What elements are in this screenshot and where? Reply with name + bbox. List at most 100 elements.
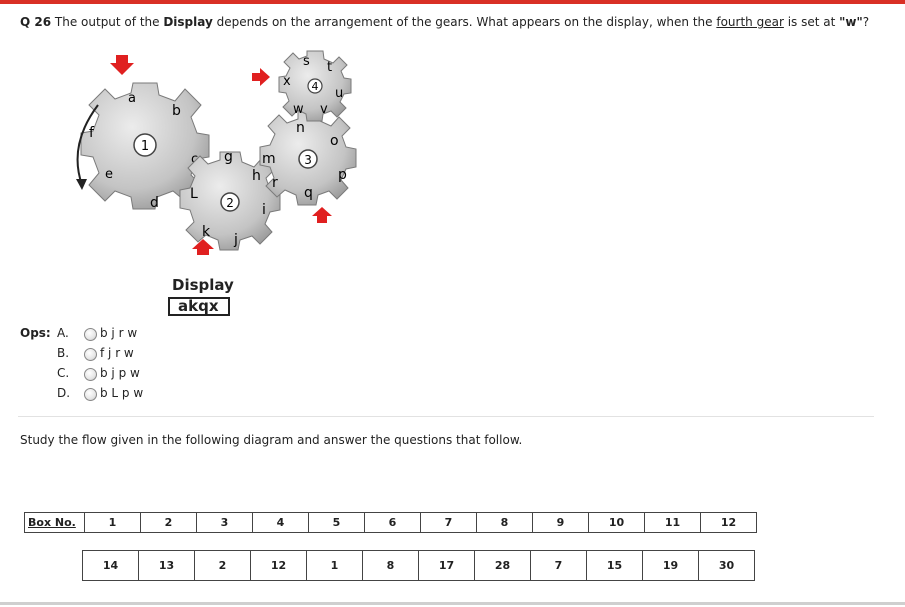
gear-2-letter-g: g <box>224 149 233 165</box>
box-value-table: 14 13 2 12 1 8 17 28 7 15 19 30 <box>82 550 755 581</box>
box-number-table: Box No. 1 2 3 4 5 6 7 8 9 10 11 12 <box>24 512 757 533</box>
gear-1-letter-c: c <box>191 152 198 167</box>
radio-button[interactable] <box>84 348 97 361</box>
arrow-up-icon <box>312 207 332 223</box>
gear-3-letter-m: m <box>262 151 276 167</box>
question-quoted: "w" <box>839 15 863 29</box>
option-letter: A. <box>57 326 69 340</box>
box-number-cell: 7 <box>420 512 477 533</box>
gear-1-letter-f: f <box>89 125 95 141</box>
box-no-header: Box No. <box>24 512 85 533</box>
arrow-down-icon <box>110 55 134 75</box>
box-value-cell: 7 <box>530 550 587 581</box>
gear-4-number: 4 <box>312 80 319 93</box>
gear-2-letter-k: k <box>202 224 211 240</box>
gear-2-letter-L: L <box>190 186 198 202</box>
box-value-cell: 28 <box>474 550 531 581</box>
gear-2-letter-i: i <box>262 202 266 218</box>
box-value-cell: 12 <box>250 550 307 581</box>
gear-4-letter-v: v <box>320 102 328 117</box>
question-text: Q 26 The output of the Display depends o… <box>20 15 869 29</box>
gear-1-letter-d: d <box>150 195 159 211</box>
box-number-cell: 3 <box>196 512 253 533</box>
gear-3-letter-o: o <box>330 133 339 149</box>
gear-4-letter-t: t <box>327 60 332 75</box>
gear-2-hub <box>220 192 240 212</box>
option-letter: C. <box>57 366 70 380</box>
gears-diagram: 1 a b c d e f 2 g h i j k L 3 m n o p q … <box>76 50 357 255</box>
box-value-cell: 15 <box>586 550 643 581</box>
option-letter: D. <box>57 386 71 400</box>
box-number-cell: 8 <box>476 512 533 533</box>
gear-3-hub <box>298 149 318 169</box>
gear-4-hub <box>307 78 323 94</box>
box-number-cell: 2 <box>140 512 197 533</box>
radio-button[interactable] <box>84 388 97 401</box>
arrow-right-icon <box>252 68 270 86</box>
gear-4-letter-x: x <box>283 74 291 89</box>
box-number-cell: 6 <box>364 512 421 533</box>
box-value-cell: 19 <box>642 550 699 581</box>
box-value-cell: 17 <box>418 550 475 581</box>
display-label: Display <box>172 276 234 294</box>
gear-4-letter-u: u <box>335 86 343 101</box>
option-letter: B. <box>57 346 70 360</box>
box-number-cell: 1 <box>84 512 141 533</box>
option-text: b j r w <box>100 326 138 340</box>
options-label: Ops: <box>20 326 51 340</box>
question-bold-word: Display <box>163 15 213 29</box>
question-part1: The output of the <box>54 15 160 29</box>
gear-3: 3 m n o p q r <box>259 110 357 206</box>
table-row: 14 13 2 12 1 8 17 28 7 15 19 30 <box>82 550 755 581</box>
box-value-cell: 2 <box>194 550 251 581</box>
gear-3-number: 3 <box>304 153 312 167</box>
gear-1-letter-b: b <box>172 103 181 119</box>
gear-1-letter-a: a <box>128 91 136 106</box>
gear-4-letter-s: s <box>303 54 310 69</box>
box-number-cell: 11 <box>644 512 701 533</box>
gear-2-number: 2 <box>226 196 234 210</box>
bottom-scroll-edge <box>0 602 905 605</box>
section-divider <box>18 416 874 417</box>
option-text: b L p w <box>100 386 144 400</box>
option-text: b j p w <box>100 366 140 380</box>
rotation-arrow-icon <box>76 104 99 190</box>
gear-3-letter-r: r <box>272 175 278 191</box>
gear-1-number: 1 <box>141 139 149 154</box>
box-number-cell: 9 <box>532 512 589 533</box>
question-part4: ? <box>862 15 870 29</box>
radio-button[interactable] <box>84 328 97 341</box>
gear-4-letter-w: w <box>293 102 304 117</box>
question-underlined: fourth gear <box>716 15 784 29</box>
box-value-cell: 14 <box>82 550 139 581</box>
gear-3-letter-p: p <box>338 167 347 183</box>
option-text: f j r w <box>100 346 134 360</box>
gear-1-hub <box>133 133 157 157</box>
box-number-cell: 4 <box>252 512 309 533</box>
display-value-box: akqx <box>168 297 230 316</box>
question-part3: is set at <box>787 15 836 29</box>
box-value-cell: 1 <box>306 550 363 581</box>
box-value-cell: 30 <box>698 550 755 581</box>
gear-2-letter-j: j <box>233 232 238 248</box>
radio-button[interactable] <box>84 368 97 381</box>
gear-4: 4 s t u v w x <box>278 50 352 122</box>
gear-1: 1 a b c d e f <box>80 82 210 211</box>
gear-1-letter-e: e <box>105 167 113 182</box>
question-part2: depends on the arrangement of the gears.… <box>216 15 713 29</box>
arrow-up-icon <box>192 239 214 255</box>
box-number-cell: 5 <box>308 512 365 533</box>
box-value-cell: 8 <box>362 550 419 581</box>
gear-3-letter-n: n <box>296 120 305 136</box>
gear-2: 2 g h i j k L <box>179 149 281 251</box>
gear-3-letter-q: q <box>304 185 313 201</box>
study-instruction: Study the flow given in the following di… <box>20 433 523 447</box>
top-accent-bar <box>0 0 905 4</box>
box-no-label: Box No. <box>28 516 76 529</box>
question-number: Q 26 <box>20 15 52 29</box>
box-number-cell: 12 <box>700 512 757 533</box>
box-value-cell: 13 <box>138 550 195 581</box>
gear-2-letter-h: h <box>252 168 261 184</box>
box-number-cell: 10 <box>588 512 645 533</box>
table-row: Box No. 1 2 3 4 5 6 7 8 9 10 11 12 <box>24 512 757 533</box>
